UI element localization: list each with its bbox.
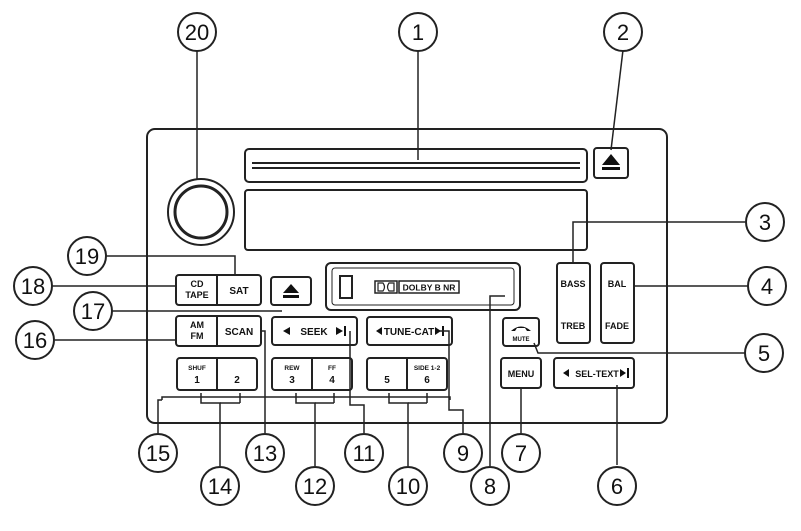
mute-button[interactable]	[502, 317, 540, 347]
svg-text:11: 11	[353, 441, 376, 466]
callout-19: 19	[67, 236, 107, 276]
callout-12: 12	[295, 466, 335, 506]
callout-9: 9	[443, 433, 483, 473]
leader-lines	[52, 49, 748, 466]
volume-knob-inner	[173, 184, 229, 240]
treb-label: TREB	[561, 321, 586, 331]
fade-label: FADE	[605, 321, 629, 331]
seek-button[interactable]	[271, 316, 358, 346]
callout-11: 11	[344, 433, 384, 473]
svg-text:6: 6	[611, 474, 623, 499]
svg-text:9: 9	[457, 441, 469, 466]
dolby-label: DOLBY B NR	[403, 283, 456, 293]
sel-text-label: SEL-TEXT	[575, 369, 619, 379]
dolby-icon	[374, 280, 398, 294]
callout-15: 15	[138, 433, 178, 473]
preset-3-sublabel: REW	[284, 365, 300, 372]
sel-back-icon	[563, 369, 569, 377]
callout-2: 2	[603, 12, 643, 52]
phone-icon	[511, 326, 531, 331]
tune-cat-button[interactable]	[366, 316, 453, 346]
bass-treb-knob[interactable]	[556, 262, 591, 344]
callout-13: 13	[245, 433, 285, 473]
callout-17: 17	[73, 291, 113, 331]
svg-text:18: 18	[21, 274, 45, 299]
svg-text:8: 8	[484, 474, 496, 499]
tune-forward-icon	[435, 327, 441, 335]
svg-text:13: 13	[253, 441, 277, 466]
preset-5-button[interactable]: 5	[384, 375, 390, 386]
svg-text:16: 16	[23, 328, 47, 353]
callout-10: 10	[388, 466, 428, 506]
mute-label: MUTE	[513, 337, 530, 343]
svg-text:1: 1	[412, 20, 424, 45]
svg-text:3: 3	[759, 210, 771, 235]
svg-text:20: 20	[185, 20, 209, 45]
menu-label: MENU	[508, 369, 535, 379]
preset-4-sublabel: FF	[328, 365, 336, 372]
callout-6: 6	[597, 466, 637, 506]
svg-text:5: 5	[758, 341, 770, 366]
preset-3-button[interactable]: 3	[289, 375, 295, 386]
bass-label: BASS	[560, 279, 585, 289]
eject-icon-bar	[602, 167, 620, 170]
callout-16: 16	[15, 320, 55, 360]
bal-label: BAL	[608, 279, 627, 289]
tape-eject-icon	[283, 284, 299, 293]
preset-6-button[interactable]: 6	[424, 375, 430, 386]
display-indicator	[339, 275, 353, 299]
callouts: 1 2 3 4 5 6 7 8 9 10 11 12 13 14 15 16 1…	[13, 12, 787, 506]
tape-door	[244, 189, 588, 251]
seek-back-icon	[283, 327, 290, 335]
seek-forward-icon	[336, 327, 343, 335]
svg-text:17: 17	[81, 299, 105, 324]
callout-7: 7	[501, 433, 541, 473]
callout-18: 18	[13, 266, 53, 306]
svg-text:10: 10	[396, 474, 420, 499]
preset-bracket	[161, 396, 451, 400]
callout-14: 14	[200, 466, 240, 506]
preset-2-button[interactable]: 2	[234, 375, 240, 386]
bal-fade-knob[interactable]	[600, 262, 635, 344]
tune-back-icon	[376, 327, 382, 335]
am-fm-button[interactable]: AM	[190, 320, 204, 330]
cd-tape-button-line2[interactable]: TAPE	[185, 290, 208, 300]
preset-1-sublabel: SHUF	[188, 365, 206, 372]
callout-5: 5	[744, 333, 784, 373]
am-fm-button-line2[interactable]: FM	[191, 331, 204, 341]
preset-4-button[interactable]: 4	[329, 375, 335, 386]
svg-text:4: 4	[761, 274, 773, 299]
cd-tape-sat-group	[175, 274, 262, 306]
sat-button[interactable]: SAT	[229, 286, 248, 297]
callout-8: 8	[470, 466, 510, 506]
preset-1-button[interactable]: 1	[194, 375, 200, 386]
seek-label: SEEK	[300, 327, 328, 338]
tape-eject-icon-bar	[283, 295, 299, 298]
svg-text:2: 2	[617, 20, 629, 45]
svg-text:15: 15	[146, 441, 170, 466]
callout-3: 3	[745, 202, 785, 242]
cd-tape-button[interactable]: CD	[191, 279, 204, 289]
tune-cat-label: TUNE-CAT	[384, 327, 434, 338]
svg-text:12: 12	[303, 474, 327, 499]
callout-20: 20	[177, 12, 217, 52]
callout-4: 4	[747, 266, 787, 306]
preset-6-sublabel: SIDE 1-2	[414, 365, 441, 372]
sel-forward-icon	[620, 369, 626, 377]
eject-icon	[602, 154, 620, 165]
callout-1: 1	[398, 12, 438, 52]
svg-text:19: 19	[75, 244, 99, 269]
svg-text:14: 14	[208, 474, 232, 499]
svg-text:7: 7	[515, 441, 527, 466]
sel-text-button[interactable]	[553, 357, 635, 389]
scan-button[interactable]: SCAN	[225, 327, 253, 338]
cd-slot	[244, 148, 588, 183]
